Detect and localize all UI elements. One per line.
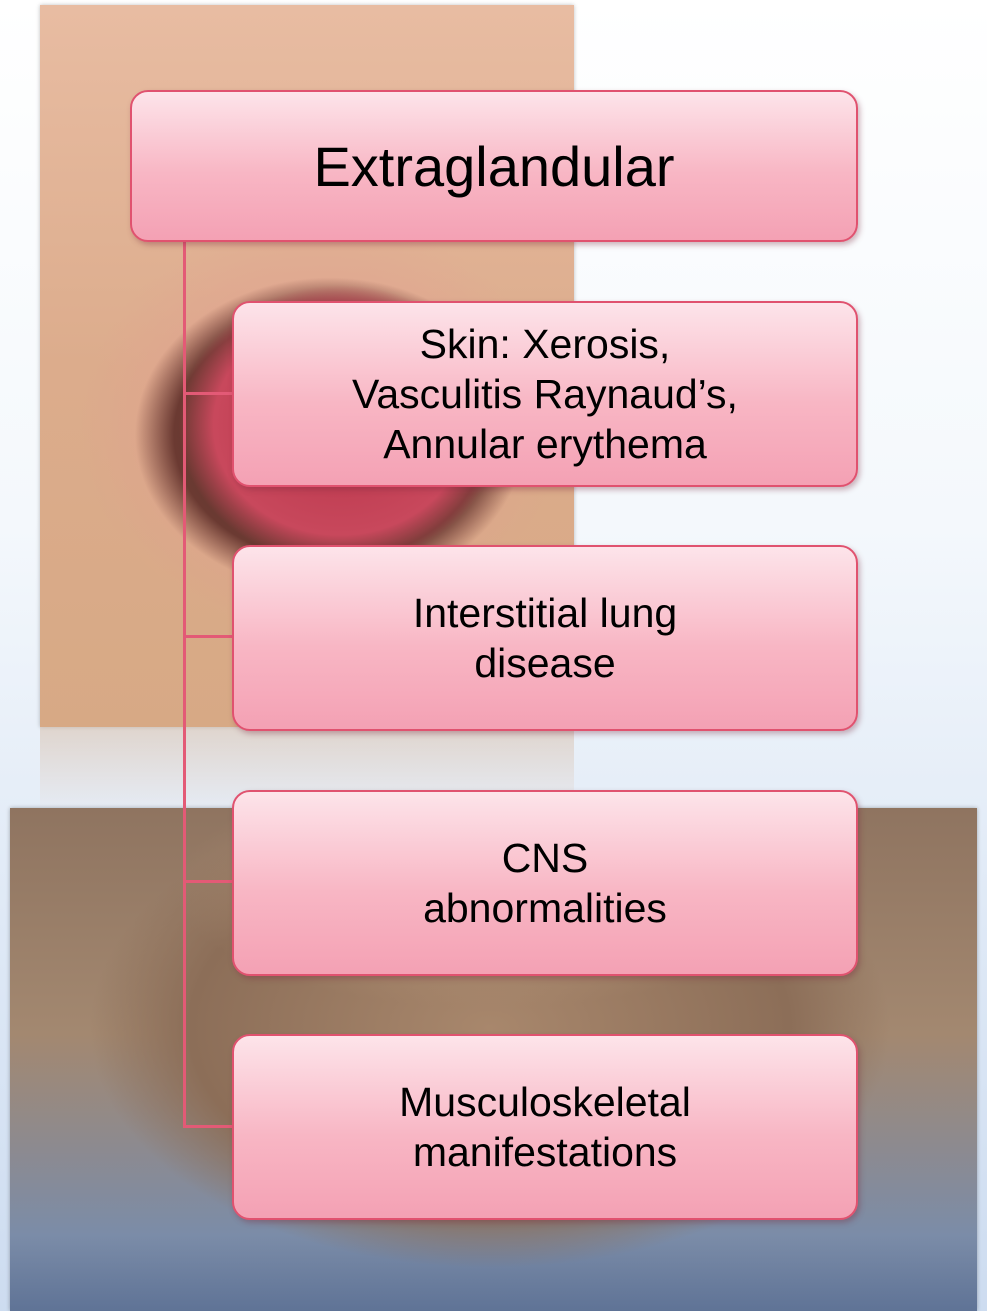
connector-branch-4: [183, 1125, 233, 1128]
root-node-label: Extraglandular: [313, 134, 674, 199]
connector-trunk: [183, 242, 186, 1128]
connector-branch-1: [183, 392, 233, 395]
child-node-label: Musculoskeletal manifestations: [399, 1077, 691, 1177]
connector-branch-3: [183, 880, 233, 883]
child-node-label: CNS abnormalities: [423, 833, 667, 933]
child-node-label: Interstitial lung disease: [413, 588, 677, 688]
child-node-skin: Skin: Xerosis, Vasculitis Raynaud’s, Ann…: [232, 301, 858, 487]
child-node-lung: Interstitial lung disease: [232, 545, 858, 731]
child-node-cns: CNS abnormalities: [232, 790, 858, 976]
child-node-label: Skin: Xerosis, Vasculitis Raynaud’s, Ann…: [352, 319, 738, 469]
root-node: Extraglandular: [130, 90, 858, 242]
child-node-musculoskeletal: Musculoskeletal manifestations: [232, 1034, 858, 1220]
connector-branch-2: [183, 635, 233, 638]
